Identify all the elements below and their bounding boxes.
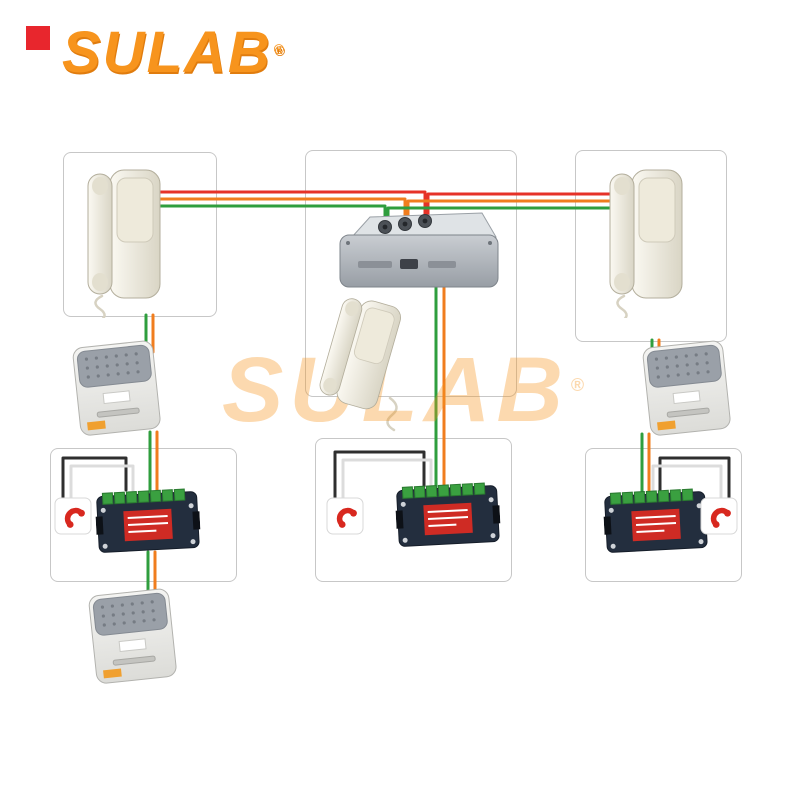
telephone-handset-icon bbox=[326, 497, 364, 535]
door-speaker-right-image bbox=[642, 340, 731, 436]
intercom-handset-right-image bbox=[609, 169, 683, 335]
unit-front-slot-right bbox=[428, 261, 456, 268]
door-speaker-right bbox=[637, 335, 739, 447]
speaker-slot bbox=[96, 407, 140, 418]
brand-logo: SULAB® bbox=[62, 24, 286, 82]
pcb-left-connector bbox=[603, 516, 612, 535]
speaker-label bbox=[118, 638, 147, 653]
group-box-top-left bbox=[63, 152, 217, 317]
pcb-left-connector bbox=[395, 510, 404, 529]
door-speaker-bottom bbox=[83, 583, 185, 695]
control-pcb-center-image bbox=[395, 482, 501, 547]
group-box-mid-right bbox=[585, 448, 742, 582]
speaker-slot bbox=[666, 407, 710, 418]
group-box-mid-center bbox=[315, 438, 512, 582]
door-speaker-left-image bbox=[72, 340, 161, 436]
master-control-unit bbox=[330, 205, 505, 305]
door-speaker-left bbox=[67, 335, 169, 447]
pcb-right-connector bbox=[492, 505, 501, 524]
speaker-orange-tag bbox=[103, 668, 122, 679]
telephone-handset-icon bbox=[700, 497, 738, 535]
speaker-grille bbox=[92, 592, 168, 636]
speaker-grille bbox=[646, 344, 722, 388]
registered-mark-icon: ® bbox=[273, 41, 287, 57]
intercom-handset-center-image bbox=[319, 298, 402, 410]
control-pcb-center bbox=[394, 477, 502, 557]
intercom-handset-left bbox=[80, 166, 168, 335]
pcb-right-connector bbox=[192, 511, 201, 530]
door-speaker-bottom-image bbox=[88, 588, 177, 684]
unit-front-port bbox=[400, 259, 418, 269]
speaker-label bbox=[102, 390, 131, 405]
control-pcb-right-image bbox=[603, 488, 709, 553]
intercom-handset-center bbox=[304, 288, 411, 434]
logo-red-square bbox=[26, 26, 50, 50]
telephone-icon-center bbox=[326, 497, 364, 540]
master-control-unit-image bbox=[339, 212, 499, 288]
control-pcb-left-image bbox=[95, 488, 201, 553]
speaker-grille bbox=[76, 344, 152, 388]
watermark-registered-mark: ® bbox=[570, 375, 591, 395]
control-pcb-right bbox=[602, 483, 710, 563]
speaker-slot bbox=[112, 655, 156, 666]
telephone-icon-right bbox=[700, 497, 738, 540]
telephone-icon-left bbox=[54, 497, 92, 540]
control-pcb-left bbox=[94, 483, 202, 563]
pcb-left-connector bbox=[95, 516, 104, 535]
intercom-handset-right bbox=[602, 166, 690, 335]
group-box-mid-left bbox=[50, 448, 237, 582]
intercom-handset-left-image bbox=[87, 169, 161, 335]
speaker-label bbox=[672, 390, 701, 405]
speaker-orange-tag bbox=[87, 420, 106, 431]
group-box-top-center bbox=[305, 150, 517, 397]
unit-front-slot-left bbox=[358, 261, 392, 268]
cord-center-handset-coil bbox=[386, 396, 398, 432]
telephone-handset-icon bbox=[54, 497, 92, 535]
brand-logo-text: SULAB bbox=[62, 20, 272, 85]
speaker-orange-tag bbox=[657, 420, 676, 431]
